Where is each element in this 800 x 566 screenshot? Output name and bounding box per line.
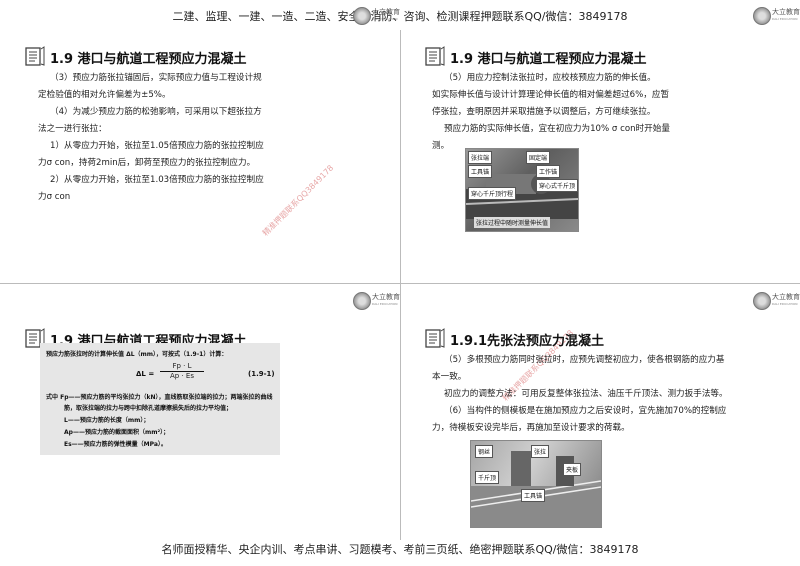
formula-line: L——预应力筋的长度（mm）； bbox=[64, 417, 150, 424]
photo-label: 固定端 bbox=[526, 151, 551, 164]
formula-number: (1.9-1) bbox=[248, 370, 275, 378]
text-line: 法之一进行张拉： bbox=[38, 124, 107, 134]
horizontal-divider bbox=[0, 283, 800, 284]
logo-icon bbox=[353, 292, 371, 310]
logo-sub: DALI EDUCATION bbox=[772, 17, 798, 21]
text-line: （6）当构件的侧模板是在施加预应力之后安设时，宜先施加70%的控制应 bbox=[444, 406, 727, 416]
vertical-divider bbox=[400, 30, 401, 540]
book-icon bbox=[425, 328, 445, 348]
text-line: （5）用应力控制法张拉时，应校核预应力筋的伸长值。 bbox=[444, 73, 656, 83]
formula-line: Ap——预应力筋的截面面积（mm²）； bbox=[64, 429, 170, 436]
text-line: 1）从零应力开始，张拉至1.05倍预应力筋的张拉控制应 bbox=[50, 141, 264, 151]
formula-line: Es——预应力筋的弹性模量（MPa）。 bbox=[64, 441, 167, 448]
text-line: （3）预应力筋张拉锚固后，实际预应力值与工程设计规 bbox=[50, 73, 262, 83]
formula-line: 式中 Fp——预应力筋的平均张拉力（kN），直线筋取张拉端的拉力；两端张拉的曲线 bbox=[46, 394, 273, 401]
formula-fraction: Fp · L Ap · Es bbox=[160, 362, 204, 380]
book-icon bbox=[425, 46, 445, 66]
photo-label: 夹板 bbox=[563, 463, 582, 476]
text-line: 停张拉，查明原因并采取措施予以调整后，方可继续张拉。 bbox=[432, 107, 656, 117]
book-icon bbox=[25, 46, 45, 66]
logo: 大立教育 DALI EDUCATION bbox=[753, 290, 800, 312]
photo-label: 张拉端 bbox=[468, 151, 493, 164]
tensioning-photo: 张拉端 固定端 工具锚 工作锚 穿心式千斤顶 穿心千斤顶行程 张拉过程中随时测量… bbox=[465, 148, 579, 232]
logo-sub: DALI EDUCATION bbox=[372, 302, 398, 306]
formula-lhs: ΔL = bbox=[136, 370, 155, 378]
slide-body: （5）多根预应力筋同时张拉时，应预先调整初应力，使各根钢筋的应力基 本一致。 初… bbox=[432, 352, 728, 437]
logo: 大立教育 DALI EDUCATION bbox=[353, 290, 400, 312]
text-line: 预应力筋的实际伸长值，宜在初应力为10% σ con时开始量 bbox=[444, 124, 670, 134]
logo-name: 大立教育 bbox=[772, 8, 800, 16]
logo-name: 大立教育 bbox=[772, 293, 800, 301]
formula-intro: 预应力筋张拉时的计算伸长值 ΔL（mm），可按式（1.9-1）计算： bbox=[46, 351, 228, 358]
photo-label: 工具锚 bbox=[468, 165, 493, 178]
text-line: 本一致。 bbox=[432, 372, 467, 382]
logo: 大立教育 DALI EDUCATION bbox=[753, 5, 800, 27]
pretension-photo: 钢丝 张拉 夹板 千斤顶 工具锚 bbox=[470, 440, 602, 528]
logo-icon bbox=[353, 7, 371, 25]
footer-banner: 名师面授精华、央企内训、考点串讲、习题模考、考前三页纸、绝密押题联系QQ/微信：… bbox=[161, 543, 639, 556]
slide-title: 1.9 港口与航道工程预应力混凝土 bbox=[450, 52, 647, 67]
photo-label: 钢丝 bbox=[475, 445, 494, 458]
text-line: （4）为减少预应力筋的松弛影响，可采用以下超张拉方 bbox=[50, 107, 262, 117]
text-line: 定检验值的相对允许偏差为±5%。 bbox=[38, 90, 171, 100]
photo-label: 穿心式千斤顶 bbox=[536, 179, 578, 192]
slide-body: （5）用应力控制法张拉时，应校核预应力筋的伸长值。 如实际伸长值与设计计算理论伸… bbox=[432, 70, 670, 155]
text-line: 力σ con，持荷2min后，卸荷至预应力的张拉控制应力。 bbox=[38, 158, 256, 168]
logo-sub: DALI EDUCATION bbox=[772, 302, 798, 306]
logo-icon bbox=[753, 7, 771, 25]
text-line: 力σ con bbox=[38, 192, 71, 202]
text-line: 初应力的调整方法：可用反复整体张拉法、油压千斤顶法、测力扳手法等。 bbox=[444, 389, 728, 399]
slide-body: （3）预应力筋张拉锚固后，实际预应力值与工程设计规 定检验值的相对允许偏差为±5… bbox=[38, 70, 264, 206]
header-banner: 二建、监理、一建、一造、二造、安全、消防、咨询、检测课程押题联系QQ/微信：38… bbox=[172, 10, 628, 23]
formula-denominator: Ap · Es bbox=[160, 371, 204, 380]
formula-line: 筋，取张拉端的拉力与跨中扣除孔道摩擦损失后的拉力平均值； bbox=[64, 405, 233, 412]
formula-image: 预应力筋张拉时的计算伸长值 ΔL（mm），可按式（1.9-1）计算： ΔL = … bbox=[40, 343, 280, 455]
slide-title: 1.9 港口与航道工程预应力混凝土 bbox=[50, 52, 247, 67]
text-line: 如实际伸长值与设计计算理论伸长值的相对偏差超过6%，应暂 bbox=[432, 90, 670, 100]
photo-label: 工具锚 bbox=[521, 489, 546, 502]
text-line: 力，待模板安设完毕后，再施加至设计要求的荷载。 bbox=[432, 423, 630, 433]
text-line: 2）从零应力开始，张拉至1.03倍预应力筋的张拉控制应 bbox=[50, 175, 264, 185]
logo-icon bbox=[753, 292, 771, 310]
logo-name: 大立教育 bbox=[372, 293, 400, 301]
photo-caption: 张拉过程中随时测量伸长值 bbox=[474, 217, 551, 228]
text-line: （5）多根预应力筋同时张拉时，应预先调整初应力，使各根钢筋的应力基 bbox=[444, 355, 725, 365]
photo-label: 千斤顶 bbox=[475, 471, 500, 484]
logo-sub: DALI EDUCATION bbox=[372, 17, 398, 21]
text-line: 测。 bbox=[432, 141, 450, 151]
formula-numerator: Fp · L bbox=[172, 362, 192, 370]
photo-label: 张拉 bbox=[531, 445, 550, 458]
logo: 大立教育 DALI EDUCATION bbox=[353, 5, 400, 27]
logo-name: 大立教育 bbox=[372, 8, 400, 16]
watermark: 精准押题联系QQ3849178 bbox=[260, 163, 336, 238]
photo-label: 工作锚 bbox=[536, 165, 561, 178]
slide-title: 1.9.1先张法预应力混凝土 bbox=[450, 334, 605, 349]
photo-label: 穿心千斤顶行程 bbox=[468, 187, 517, 200]
